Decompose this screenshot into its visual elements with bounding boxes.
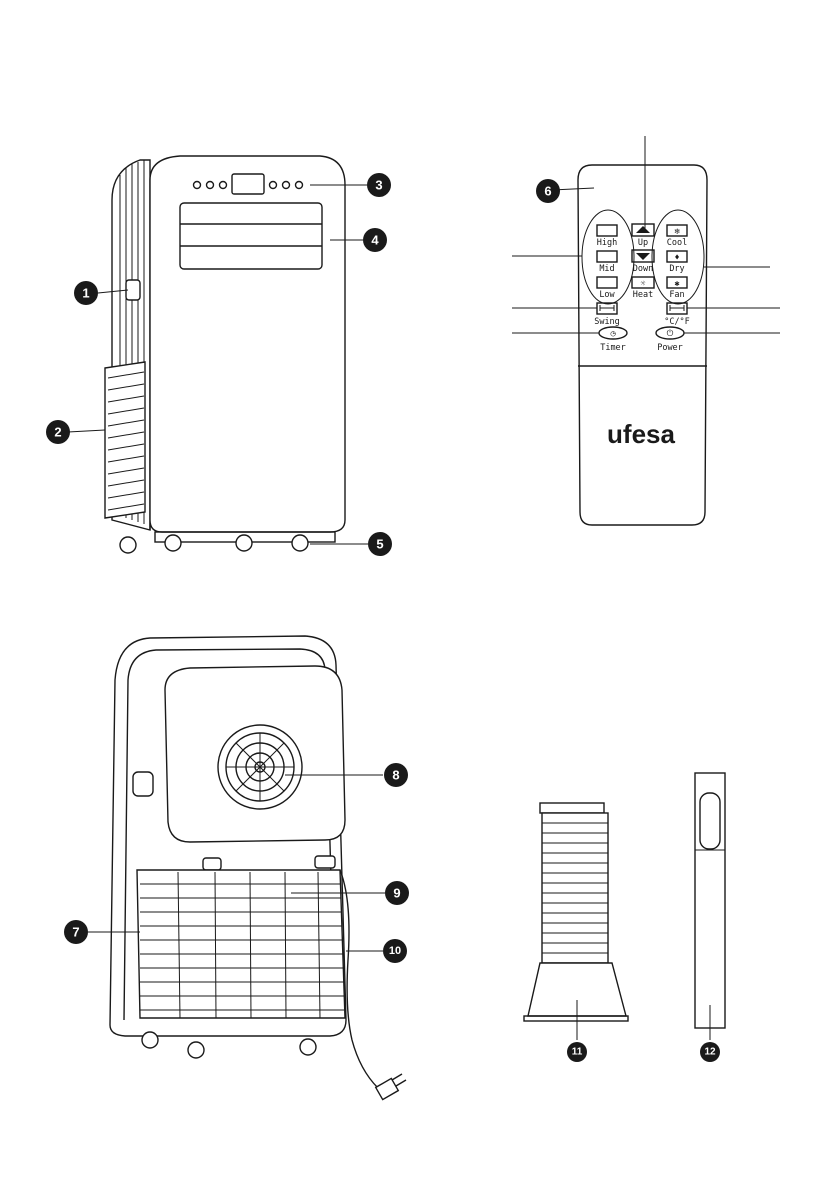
power-plug xyxy=(376,1074,406,1100)
unit-front-view xyxy=(68,156,368,553)
callout-1: 1 xyxy=(74,281,98,305)
hose-body xyxy=(542,813,608,963)
fan-label: Fan xyxy=(669,290,684,300)
window-kit xyxy=(695,773,725,1040)
fan-icon: ✱ xyxy=(674,279,679,289)
unit-label: °C/°F xyxy=(664,317,690,327)
mid-label: Mid xyxy=(599,264,614,274)
callout-12: 12 xyxy=(700,1042,720,1062)
svg-text:11: 11 xyxy=(572,1047,583,1058)
svg-text:9: 9 xyxy=(393,886,400,901)
hose-flange xyxy=(524,1016,628,1021)
svg-text:2: 2 xyxy=(54,425,61,440)
droplet-icon: ♦ xyxy=(674,253,679,263)
callout-4: 4 xyxy=(363,228,387,252)
side-air-grille xyxy=(105,362,145,518)
svg-text:4: 4 xyxy=(371,233,379,248)
front-body xyxy=(150,156,345,532)
svg-text:5: 5 xyxy=(376,537,383,552)
cool-label: Cool xyxy=(667,238,687,248)
rear-handle-left xyxy=(133,772,153,796)
svg-text:8: 8 xyxy=(392,768,399,783)
callout-7: 7 xyxy=(64,920,88,944)
wheels xyxy=(120,532,335,553)
cord-hook xyxy=(315,856,335,868)
side-handle xyxy=(126,280,140,300)
dry-label: Dry xyxy=(669,264,684,274)
down-label: Down xyxy=(633,264,653,274)
unit-rear-view xyxy=(88,636,406,1100)
svg-text:10: 10 xyxy=(389,945,401,957)
remote-body xyxy=(578,165,707,525)
up-label: Up xyxy=(638,238,648,248)
callout-9: 9 xyxy=(385,881,409,905)
high-label: High xyxy=(597,238,617,248)
svg-text:7: 7 xyxy=(72,925,79,940)
clock-icon: ◷ xyxy=(610,329,616,339)
power-cord xyxy=(340,870,378,1088)
callout-8: 8 xyxy=(384,763,408,787)
callout-3: 3 xyxy=(367,173,391,197)
low-label: Low xyxy=(599,290,615,300)
power-icon: ⏻ xyxy=(667,328,674,339)
svg-text:3: 3 xyxy=(375,178,382,193)
heat-label: Heat xyxy=(633,290,653,300)
callout-11: 11 xyxy=(567,1042,587,1062)
callout-10: 10 xyxy=(383,939,407,963)
svg-text:12: 12 xyxy=(704,1047,716,1058)
callout-6: 6 xyxy=(536,179,560,203)
exhaust-hose xyxy=(524,803,628,1040)
snowflake-icon: ❄ xyxy=(674,227,679,237)
swing-label: Swing xyxy=(594,317,620,327)
svg-text:1: 1 xyxy=(82,286,89,301)
callout-2: 2 xyxy=(46,420,70,444)
callout-5: 5 xyxy=(368,532,392,556)
hose-connector xyxy=(540,803,604,813)
heat-icon: ☼ xyxy=(640,279,645,289)
svg-text:6: 6 xyxy=(544,184,551,199)
drain-port xyxy=(203,858,221,870)
brand-logo: ufesa xyxy=(607,419,675,449)
power-label: Power xyxy=(657,343,683,353)
timer-label: Timer xyxy=(600,343,626,353)
rear-filter-grille xyxy=(137,870,345,1018)
exhaust-grille xyxy=(218,725,302,809)
